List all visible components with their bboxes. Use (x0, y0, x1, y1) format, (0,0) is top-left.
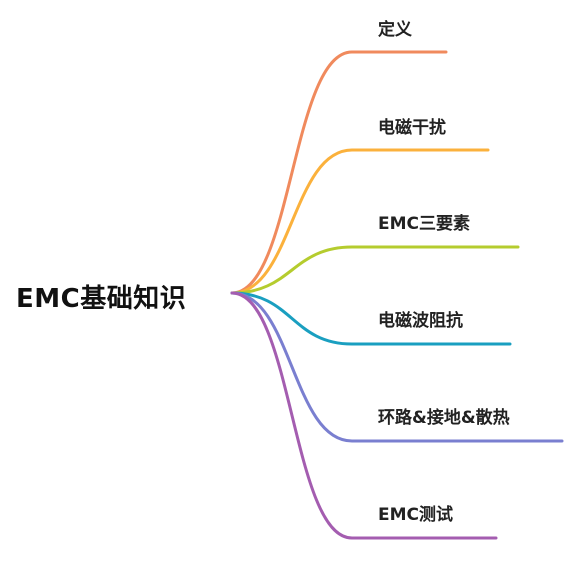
branch-connector-loop-ground-heat (230, 291, 564, 443)
branch-connector-em-wave-impedance (230, 291, 512, 346)
branch-connector-emc-test (230, 291, 498, 540)
branch-connector-emc-three-elements (230, 245, 520, 295)
branch-label-em-wave-impedance: 电磁波阻抗 (378, 311, 463, 331)
branch-label-emc-three-elements: EMC三要素 (378, 214, 471, 234)
branch-connector-definition (230, 50, 448, 295)
branch-label-loop-ground-heat: 环路&接地&散热 (378, 408, 510, 428)
root-topic: EMC基础知识 (16, 284, 187, 314)
branch-label-emc-test: EMC测试 (378, 505, 454, 525)
branch-label-definition: 定义 (378, 20, 412, 40)
branch-connector-emi (230, 148, 490, 295)
branch-label-emi: 电磁干扰 (378, 118, 446, 138)
